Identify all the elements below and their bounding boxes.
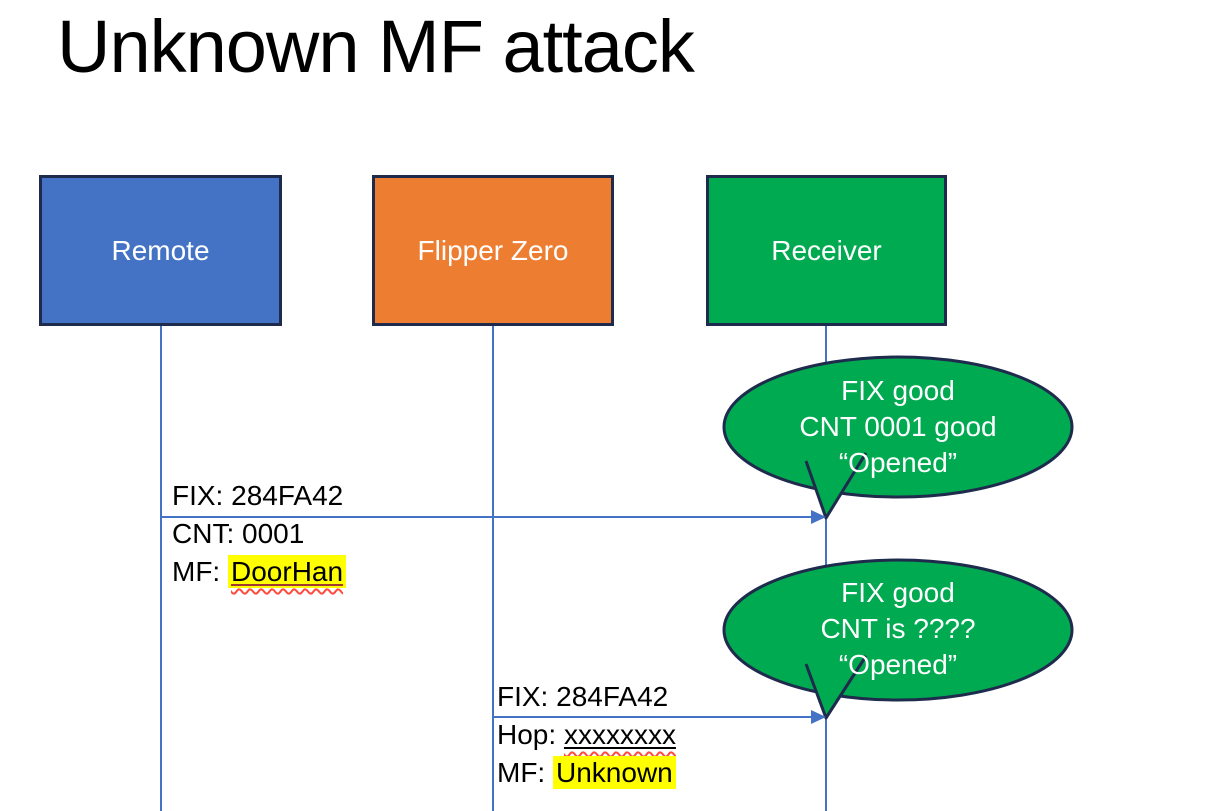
message-1-cnt-line: CNT: 0001: [172, 518, 305, 549]
message-1-mf-value: DoorHan: [231, 556, 344, 587]
message-1-mf-line: MF: DoorHan: [172, 553, 347, 591]
callout-2-line-1: FIX good: [841, 577, 955, 608]
message-2-hop-value: xxxxxxxx: [563, 719, 676, 750]
callout-1-line-3: “Opened”: [839, 447, 957, 478]
lifeline-flipper-zero: [492, 326, 494, 811]
actor-box-remote: Remote: [39, 175, 282, 326]
actor-box-flipper-zero: Flipper Zero: [372, 175, 614, 326]
message-2-mf-line: MF: Unknown: [497, 754, 676, 792]
message-2-hop-prefix: Hop:: [497, 719, 564, 750]
message-2-mf-value: Unknown: [553, 756, 676, 789]
arrowhead-icon: [811, 710, 826, 724]
slide-title: Unknown MF attack: [57, 5, 695, 88]
callout-2-ellipse: [722, 558, 1074, 702]
callout-1-ellipse: [722, 355, 1074, 499]
callout-bubble-2: FIX good CNT is ???? “Opened”: [722, 558, 1074, 720]
callout-2-line-2: CNT is ????: [820, 613, 975, 644]
callout-bubble-1: FIX good CNT 0001 good “Opened”: [722, 355, 1074, 520]
callout-1-tail: [804, 452, 868, 520]
callout-2-line-3: “Opened”: [839, 649, 957, 680]
message-1-labels: FIX: 284FA42 CNT: 0001 MF: DoorHan: [172, 477, 347, 591]
actor-box-receiver: Receiver: [706, 175, 947, 326]
message-1-mf-highlight: DoorHan: [228, 555, 347, 588]
actor-label-flipper-zero: Flipper Zero: [417, 234, 569, 266]
message-2-mf-prefix: MF:: [497, 757, 553, 788]
message-1-mf-prefix: MF:: [172, 556, 228, 587]
arrowhead-icon: [811, 510, 826, 524]
lifeline-remote: [160, 326, 162, 811]
message-2-labels: FIX: 284FA42 Hop: xxxxxxxx MF: Unknown: [497, 678, 676, 792]
message-2-hop-squiggle: xxxxxxxx: [564, 719, 676, 750]
callout-2-tail: [804, 655, 868, 720]
message-1-fix-line: FIX: 284FA42: [172, 480, 344, 511]
message-2-hop-line: Hop: xxxxxxxx: [497, 716, 676, 754]
callout-1-line-1: FIX good: [841, 375, 955, 406]
actor-label-receiver: Receiver: [771, 234, 882, 266]
message-2-fix-line: FIX: 284FA42: [497, 681, 669, 712]
callout-1-line-2: CNT 0001 good: [799, 411, 996, 442]
lifeline-receiver: [825, 326, 827, 811]
actor-label-remote: Remote: [111, 234, 210, 266]
